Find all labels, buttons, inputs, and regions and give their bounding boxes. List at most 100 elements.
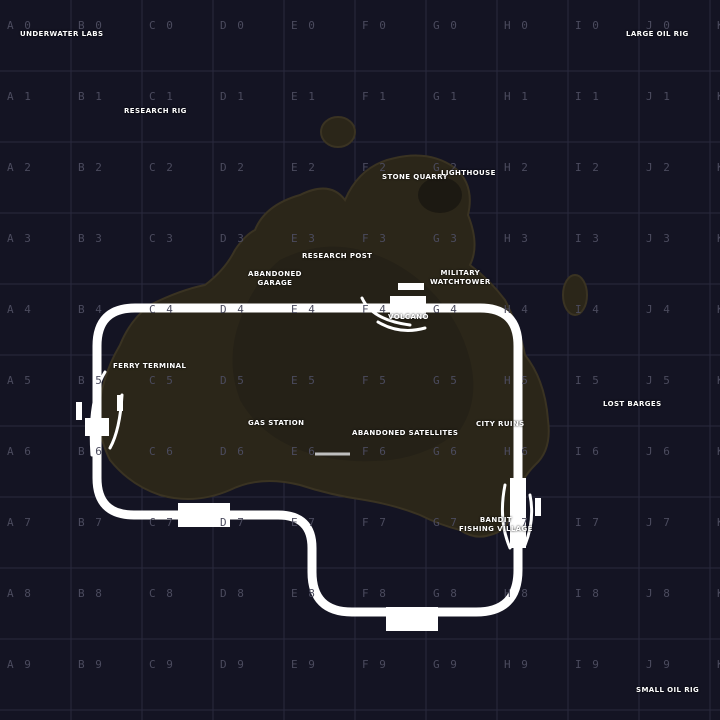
label-underwater-labs[interactable]: Underwater Labs (20, 30, 104, 38)
label-research-rig[interactable]: Research Rig (124, 107, 187, 115)
label-gas-station[interactable]: Gas Station (248, 419, 305, 427)
grid-cell-label: E 0 (291, 19, 317, 32)
grid-cell-label: J 0 (646, 19, 672, 32)
label-city-ruins[interactable]: City Ruins (476, 420, 525, 428)
grid-cell-label: E 7 (291, 516, 317, 529)
grid-cell-label: F 4 (362, 303, 388, 316)
north-islet (320, 116, 356, 148)
grid-cell-label: I 1 (575, 90, 601, 103)
grid-cell-label: K (717, 445, 720, 458)
label-bandit-fishing-village[interactable]: Bandit Fishing Village (459, 516, 533, 533)
label-small-oil-rig[interactable]: Small Oil Rig (636, 686, 700, 694)
grid-cell-label: G 8 (433, 587, 459, 600)
grid-cell-label: A 0 (7, 19, 33, 32)
grid-cell-label: H 5 (504, 374, 530, 387)
fishing-spur-2 (523, 493, 534, 547)
label-lighthouse[interactable]: Lighthouse (441, 169, 496, 177)
grid-cell-label: F 7 (362, 516, 388, 529)
grid-cell-label: I 6 (575, 445, 601, 458)
east-islet (562, 274, 588, 316)
grid-cell-label: H 0 (504, 19, 530, 32)
station-west (178, 503, 230, 527)
grid-cell-label: C 1 (149, 90, 175, 103)
grid-cell-label: D 7 (220, 516, 246, 529)
station-fishing (510, 478, 526, 548)
grid-cell-label: C 9 (149, 658, 175, 671)
grid-cell-label: E 1 (291, 90, 317, 103)
grid-cell-label: C 0 (149, 19, 175, 32)
grid-cell-label: E 2 (291, 161, 317, 174)
railway (89, 296, 534, 617)
grid-cell-label: D 0 (220, 19, 246, 32)
grid-cell-label: E 6 (291, 445, 317, 458)
grid-cell-label: G 5 (433, 374, 459, 387)
grid-cell-label: C 6 (149, 445, 175, 458)
volcano-spur-2 (376, 320, 427, 332)
label-research-post[interactable]: Research Post (302, 252, 373, 260)
grid-cell-label: B 3 (78, 232, 104, 245)
grid-cell-label: G 2 (433, 161, 459, 174)
grid-cell-label: H 9 (504, 658, 530, 671)
grid-cell-label: F 8 (362, 587, 388, 600)
grid-cell-label: A 7 (7, 516, 33, 529)
grid-cell-label: H 1 (504, 90, 530, 103)
grid-cell-label: E 3 (291, 232, 317, 245)
grid-cell-label: C 3 (149, 232, 175, 245)
grid-cell-label: K (717, 161, 720, 174)
station-ferry (85, 418, 109, 436)
grid-cell-label: D 1 (220, 90, 246, 103)
grid-cell-label: G 6 (433, 445, 459, 458)
grid-cell-label: B 4 (78, 303, 104, 316)
label-ferry-terminal[interactable]: Ferry Terminal (113, 362, 187, 370)
station-ferry-tip-2 (117, 395, 123, 411)
label-volcano[interactable]: Volcano (388, 313, 429, 321)
grid-cell-label: J 7 (646, 516, 672, 529)
label-abandoned-garage[interactable]: Abandoned Garage (248, 270, 302, 287)
grid-cell-label: I 5 (575, 374, 601, 387)
grid-cell-label: C 2 (149, 161, 175, 174)
label-large-oil-rig[interactable]: Large Oil Rig (626, 30, 689, 38)
grid-cell-label: I 9 (575, 658, 601, 671)
grid-cell-label: C 5 (149, 374, 175, 387)
grid-cell-label: K (717, 587, 720, 600)
grid-cell-label: B 2 (78, 161, 104, 174)
grid-cell-label: A 2 (7, 161, 33, 174)
grid-cell-label: B 7 (78, 516, 104, 529)
label-military-watchtower[interactable]: Military Watchtower (430, 269, 491, 286)
grid-cell-label: C 7 (149, 516, 175, 529)
station-ferry-tip (76, 402, 82, 420)
grid-cell-label: B 1 (78, 90, 104, 103)
grid-cell-label: G 7 (433, 516, 459, 529)
grid-cell-label: A 5 (7, 374, 33, 387)
grid-cell-label: H 4 (504, 303, 530, 316)
grid-cell-label: J 6 (646, 445, 672, 458)
grid-cell-label: A 1 (7, 90, 33, 103)
fishing-spur (500, 483, 512, 550)
grid-cell-label: A 4 (7, 303, 33, 316)
grid-cell-label: H 6 (504, 445, 530, 458)
grid-cell-label: D 9 (220, 658, 246, 671)
grid-cell-label: C 4 (149, 303, 175, 316)
grid-cell-label: H 3 (504, 232, 530, 245)
grid-cell-label: G 4 (433, 303, 459, 316)
grid-cell-label: K (717, 303, 720, 316)
label-lost-barges[interactable]: Lost Barges (603, 400, 662, 408)
grid-cell-label: F 5 (362, 374, 388, 387)
label-stone-quarry[interactable]: Stone Quarry (382, 173, 448, 181)
grid-cell-label: C 8 (149, 587, 175, 600)
grid-cell-label: F 0 (362, 19, 388, 32)
label-abandoned-satellites[interactable]: Abandoned Satellites (352, 429, 459, 437)
grid-cell-label: D 3 (220, 232, 246, 245)
grid-cell-label: B 9 (78, 658, 104, 671)
grid-cell-label: J 8 (646, 587, 672, 600)
grid-cell-label: I 2 (575, 161, 601, 174)
station-south (386, 607, 438, 631)
volcano-spur (360, 296, 412, 327)
grid-cell-label: J 4 (646, 303, 672, 316)
ferry-spur (89, 370, 107, 457)
grid-cell-label: K (717, 658, 720, 671)
grid-cell-label: G 9 (433, 658, 459, 671)
rail-loop (92, 303, 523, 617)
station-volcano (390, 296, 426, 318)
